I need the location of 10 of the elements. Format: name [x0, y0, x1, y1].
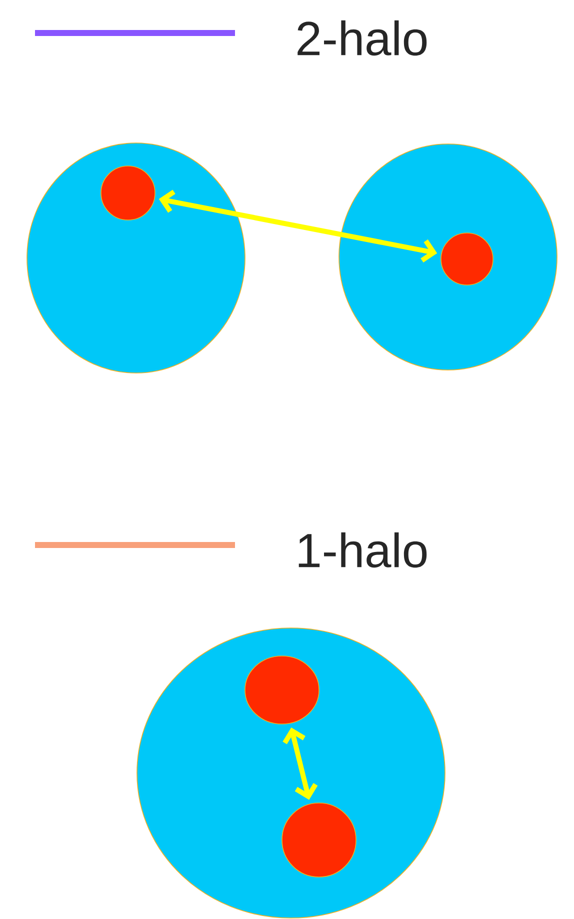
halo-circle: [26, 142, 246, 374]
legend-label: 1-halo: [298, 532, 427, 568]
subhalo-circle: [282, 802, 356, 878]
halo-circle: [338, 144, 558, 370]
subhalo-circle: [440, 232, 494, 286]
subhalo-circle: [244, 656, 320, 724]
arrow: [282, 727, 318, 800]
legend-label: 2-halo: [298, 20, 427, 56]
arrow: [158, 190, 438, 262]
subhalo-circle: [100, 166, 156, 220]
